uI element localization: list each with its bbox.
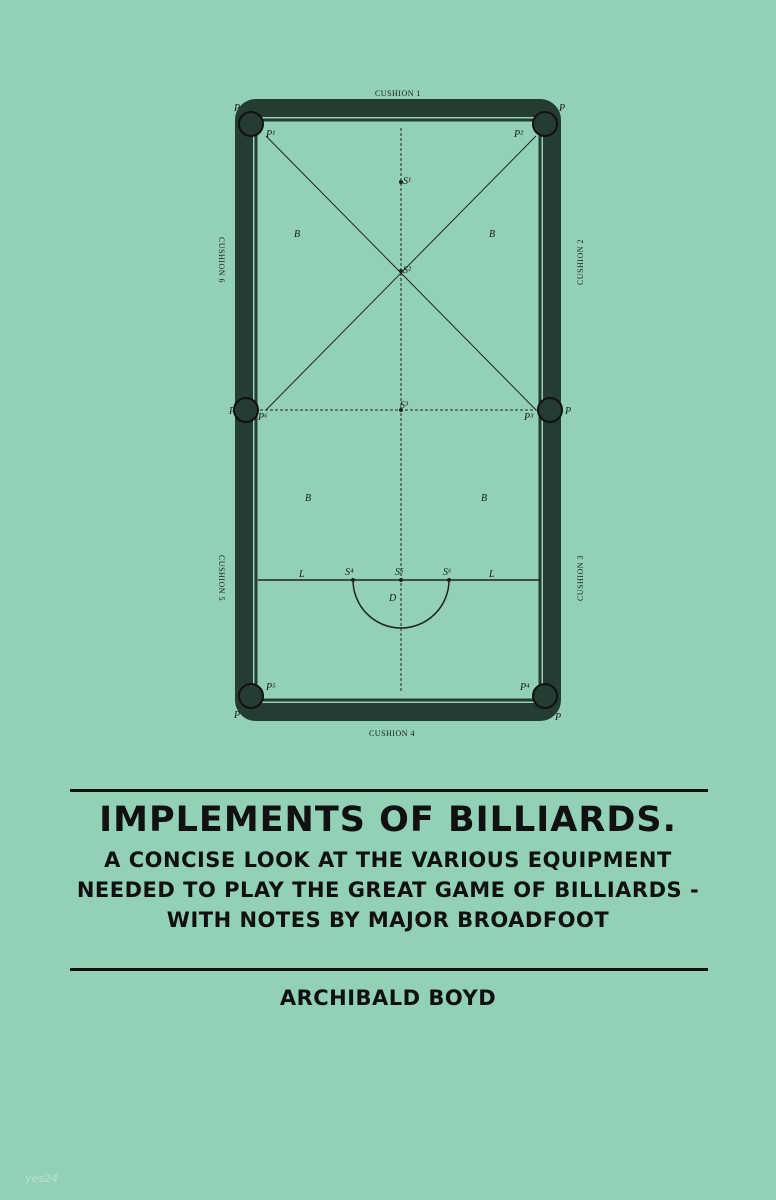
- spot-label-s3: S³: [400, 400, 409, 411]
- area-label-b: B: [294, 229, 300, 240]
- pocket-label-p6: P⁶: [257, 412, 268, 423]
- book-author: ARCHIBALD BOYD: [279, 986, 497, 1010]
- watermark: yes24: [25, 1172, 59, 1185]
- pocket-label-outer: P: [554, 712, 561, 723]
- pocket-middle-left: [233, 397, 259, 423]
- baulk-label-l: L: [488, 569, 495, 580]
- bottom-rule: [70, 968, 708, 971]
- pocket-label-p4: P⁴: [519, 682, 530, 693]
- top-rule: [70, 789, 708, 792]
- book-subtitle: A CONCISE LOOK AT THE VARIOUS EQUIPMENT …: [76, 848, 700, 932]
- cushion-4-label: CUSHION 4: [369, 729, 415, 738]
- spot-label-s1: S¹: [403, 176, 411, 187]
- pocket-label-p5: P⁵: [265, 682, 276, 693]
- pocket-label-outer: P: [558, 103, 565, 114]
- pocket-label-p3: P³: [523, 412, 534, 423]
- pocket-top-left: [238, 111, 264, 137]
- cushion-6-label: CUSHION 6: [217, 237, 226, 283]
- pocket-label-outer: P: [233, 710, 240, 721]
- cushion-5-label: CUSHION 5: [217, 555, 226, 601]
- area-label-b: B: [305, 493, 311, 504]
- cushion-1-label: CUSHION 1: [375, 89, 421, 98]
- pocket-label-p1: P¹: [265, 129, 275, 140]
- book-title: IMPLEMENTS OF BILLIARDS.: [99, 800, 677, 840]
- pocket-middle-right: [537, 397, 563, 423]
- baulk-label-l: L: [298, 569, 305, 580]
- pocket-bottom-right: [532, 683, 558, 709]
- spot-label-s5: S⁵: [395, 567, 404, 578]
- pocket-label-outer: P: [564, 406, 571, 417]
- d-label: D: [388, 593, 397, 604]
- pocket-label-outer: P: [233, 103, 240, 114]
- pocket-top-right: [532, 111, 558, 137]
- billiard-table-diagram: CUSHION 1 CUSHION 4 CUSHION 6 CUSHION 5 …: [217, 89, 585, 738]
- pocket-bottom-left: [238, 683, 264, 709]
- d-semicircle: [352, 579, 450, 629]
- spot-label-s4: S⁴: [345, 567, 354, 578]
- cushion-3-label: CUSHION 3: [576, 555, 585, 601]
- spots: [351, 180, 451, 582]
- cushion-2-label: CUSHION 2: [576, 239, 585, 285]
- spot-label-s2: S²: [403, 265, 412, 276]
- area-label-b: B: [489, 229, 495, 240]
- spot-label-s6: S⁶: [443, 567, 452, 578]
- pocket-label-outer: P: [228, 406, 235, 417]
- pocket-label-p2: P²: [513, 129, 524, 140]
- area-label-b: B: [481, 493, 487, 504]
